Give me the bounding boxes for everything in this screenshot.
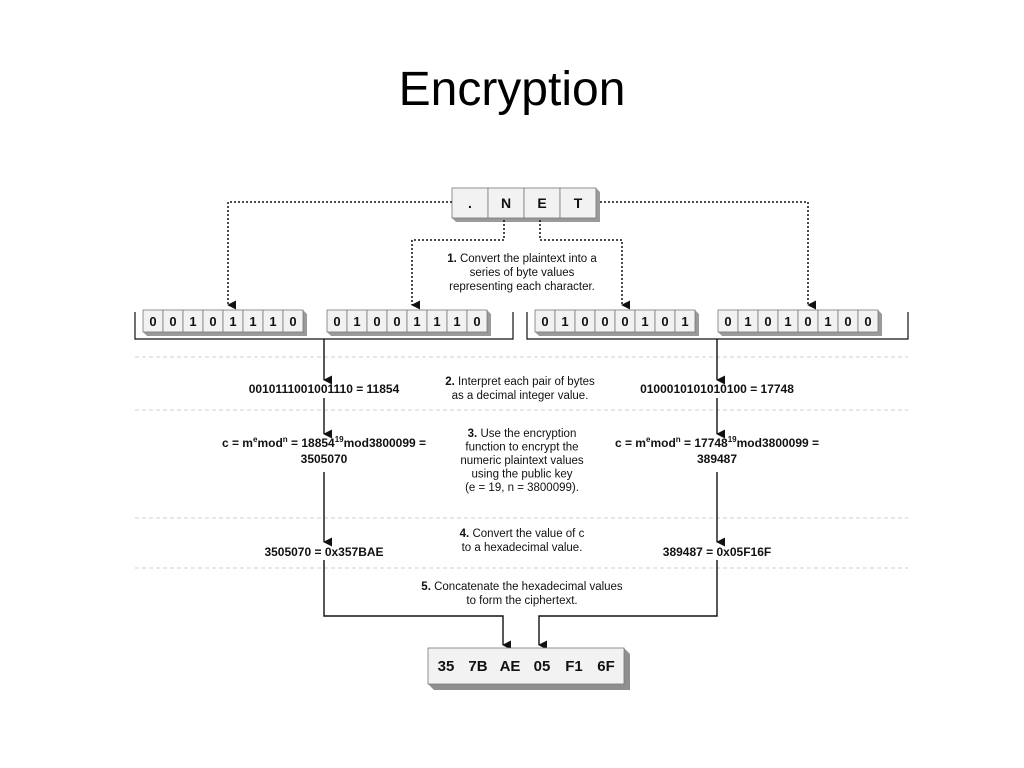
right-to-cipher-arrow	[538, 560, 718, 650]
bit-cell-text: 1	[269, 314, 276, 329]
bit-cell-text: 1	[824, 314, 831, 329]
dotted-arrow-e	[539, 220, 631, 310]
step-5-line: 5. Concatenate the hexadecimal values	[421, 581, 623, 593]
right-encrypt-formula: c = memodn = 1774819mod3800099 =	[615, 435, 819, 450]
bit-cell-text: 0	[333, 314, 340, 329]
step-descriptions: 1. Convert the plaintext into a series of…	[421, 253, 623, 607]
step-3-line: using the public key	[471, 469, 572, 481]
bit-cell-text: 1	[453, 314, 460, 329]
right-decimal-value: 0100010101010100 = 17748	[640, 382, 794, 396]
dotted-arrow-n	[411, 220, 505, 310]
dotted-arrow-t	[600, 201, 817, 310]
char-cell-text: .	[468, 195, 472, 211]
step-4-line: 4. Convert the value of c	[460, 528, 585, 540]
step-3-line: (e = 19, n = 3800099).	[465, 482, 579, 494]
bit-cell-text: 0	[621, 314, 628, 329]
step-4-line: to a hexadecimal value.	[462, 542, 583, 554]
bit-cell-text: 0	[541, 314, 548, 329]
bit-cell-text: 0	[764, 314, 771, 329]
left-encrypt-result: 3505070	[301, 452, 348, 466]
char-to-byte-arrows	[227, 201, 817, 310]
bit-cell-text: 1	[681, 314, 688, 329]
bit-cell-text: 1	[249, 314, 256, 329]
bit-cell	[674, 309, 696, 333]
step-1-line: representing each character.	[449, 281, 595, 293]
ciphertext-byte: 6F	[597, 658, 615, 675]
bit-cell-text: 0	[209, 314, 216, 329]
bit-cell-text: 0	[724, 314, 731, 329]
flow-arrows	[323, 339, 726, 650]
bit-cell-text: 0	[864, 314, 871, 329]
left-hex-value: 3505070 = 0x357BAE	[264, 545, 383, 559]
char-cell-text: T	[574, 195, 583, 211]
char-cell	[451, 187, 489, 219]
bit-cell-text: 1	[744, 314, 751, 329]
ciphertext-byte: 7B	[468, 658, 487, 675]
step-1-line: series of byte values	[470, 267, 575, 279]
bit-cell-text: 0	[581, 314, 588, 329]
bit-cell-text: 0	[473, 314, 480, 329]
right-encrypt-result: 389487	[697, 452, 737, 466]
left-decimal-value: 0010111001001110 = 11854	[249, 382, 400, 396]
step-3-line: numeric plaintext values	[460, 455, 584, 467]
left-to-cipher-arrow	[323, 560, 512, 650]
ciphertext-box: 35 7B AE 05 F1 6F	[427, 647, 630, 690]
bit-cell-text: 0	[149, 314, 156, 329]
bit-cell-text: 0	[373, 314, 380, 329]
bit-cell-text: 0	[661, 314, 668, 329]
ciphertext-byte: AE	[500, 658, 521, 675]
char-cell	[559, 187, 597, 219]
plaintext-char-boxes: . N E T	[451, 187, 600, 222]
bit-cell-text: 0	[804, 314, 811, 329]
ciphertext-byte: F1	[565, 658, 583, 675]
bit-cell-text: 1	[641, 314, 648, 329]
bit-cell-text: 0	[393, 314, 400, 329]
bit-cell-text: 1	[433, 314, 440, 329]
stage-separators	[135, 356, 908, 569]
ciphertext-byte: 35	[438, 658, 455, 675]
bit-cell-text: 0	[169, 314, 176, 329]
bit-cell	[466, 309, 488, 333]
bit-cell-text: 1	[353, 314, 360, 329]
step-2-line: as a decimal integer value.	[452, 390, 589, 402]
step-5-line: to form the ciphertext.	[466, 595, 577, 607]
right-hex-value: 389487 = 0x05F16F	[663, 545, 771, 559]
bit-cell-text: 1	[413, 314, 420, 329]
step-3-line: 3. Use the encryption	[468, 428, 577, 440]
step-3-line: function to encrypt the	[465, 442, 578, 454]
left-encrypt-formula: c = memodn = 1885419mod3800099 =	[222, 435, 426, 450]
bit-cell-text: 1	[229, 314, 236, 329]
bit-cell-text: 0	[844, 314, 851, 329]
dotted-arrow-dot	[227, 201, 452, 310]
step-2-line: 2. Interpret each pair of bytes	[445, 376, 595, 388]
char-cell-text: N	[501, 195, 511, 211]
step-1-line: 1. Convert the plaintext into a	[447, 253, 597, 265]
bit-cell	[857, 309, 879, 333]
bit-cell-text: 0	[289, 314, 296, 329]
bit-cell	[282, 309, 304, 333]
char-cell-text: E	[537, 195, 546, 211]
slide-title: Encryption	[398, 63, 626, 116]
bit-cell-text: 1	[784, 314, 791, 329]
bit-cell-text: 0	[601, 314, 608, 329]
ciphertext-byte: 05	[534, 658, 551, 675]
bit-cell-text: 1	[189, 314, 196, 329]
bit-cell-text: 1	[561, 314, 568, 329]
ciphertext-box-face	[427, 647, 625, 685]
